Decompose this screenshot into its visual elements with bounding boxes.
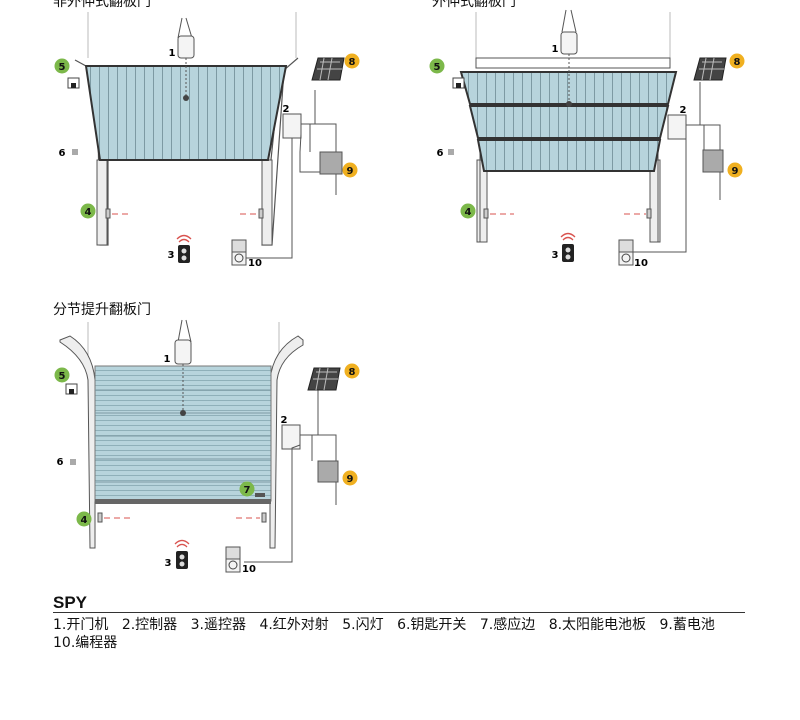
callout-9: 9 xyxy=(732,166,739,177)
callout-1: 1 xyxy=(164,354,171,365)
legend-item: 6.钥匙开关 xyxy=(397,617,467,633)
callout-6: 6 xyxy=(59,148,66,159)
tilt-door-panel xyxy=(84,65,288,161)
callout-10: 10 xyxy=(242,564,256,575)
legend-item: 2.控制器 xyxy=(121,617,178,633)
brand-label: SPY xyxy=(53,593,88,612)
callout-7: 7 xyxy=(244,485,251,496)
legend-item: 7.感应边 xyxy=(479,617,536,633)
battery xyxy=(319,151,343,175)
divider xyxy=(53,612,745,613)
legend-item: 10.编程器 xyxy=(53,635,118,651)
callout-1: 1 xyxy=(552,44,559,55)
callout-1: 1 xyxy=(169,48,176,59)
key-switch xyxy=(70,459,76,465)
callout-6: 6 xyxy=(57,457,64,468)
legend-item: 1.开门机 xyxy=(53,617,109,633)
callout-4: 4 xyxy=(85,207,92,218)
callout-8: 8 xyxy=(734,57,741,68)
key-switch xyxy=(448,149,454,155)
programmer-device xyxy=(225,546,241,573)
callout-10: 10 xyxy=(248,258,262,269)
callout-2: 2 xyxy=(281,415,288,426)
callout-3: 3 xyxy=(165,558,172,569)
callout-8: 8 xyxy=(349,57,356,68)
legend-item: 4.红外对射 xyxy=(259,617,329,633)
callout-8: 8 xyxy=(349,367,356,378)
callout-6: 6 xyxy=(437,148,444,159)
control-box xyxy=(282,113,302,139)
programmer-device xyxy=(618,239,634,266)
legend-item: 5.闪灯 xyxy=(342,617,384,633)
remote-control xyxy=(176,234,192,263)
legend-item: 3.遥控器 xyxy=(190,617,246,633)
solar-panel xyxy=(311,57,345,81)
callout-9: 9 xyxy=(347,474,354,485)
callout-3: 3 xyxy=(552,250,559,261)
remote-control xyxy=(174,539,190,569)
panel-1-drawing xyxy=(67,12,345,266)
programmer-device xyxy=(231,239,247,266)
callout-4: 4 xyxy=(81,515,88,526)
panel-2-drawing xyxy=(448,9,727,266)
panel-title-protruding: 外伸式翻板门 xyxy=(432,0,516,10)
garage-door-diagram: 5 4 8 9 1 2 6 3 10 5 4 8 9 1 2 6 3 10 5 … xyxy=(54,9,745,575)
callout-5: 5 xyxy=(434,62,441,73)
panel-3-drawing xyxy=(59,319,341,573)
sectional-door-panel xyxy=(94,365,272,502)
callout-3: 3 xyxy=(168,250,175,261)
legend: 1.开门机 2.控制器 3.遥控器 4.红外对射 5.闪灯 6.钥匙开关 7.感… xyxy=(53,616,753,652)
callout-10: 10 xyxy=(634,258,648,269)
callout-2: 2 xyxy=(283,104,290,115)
remote-control xyxy=(560,232,576,262)
opener-unit xyxy=(174,339,192,365)
legend-item: 9.蓄电池 xyxy=(659,617,715,633)
legend-item: 8.太阳能电池板 xyxy=(548,617,647,633)
solar-panel xyxy=(307,367,341,391)
callout-4: 4 xyxy=(465,207,472,218)
callout-5: 5 xyxy=(59,371,66,382)
battery xyxy=(702,149,724,173)
opener-unit xyxy=(560,31,578,55)
key-switch xyxy=(72,149,78,155)
control-box xyxy=(667,114,687,140)
callout-9: 9 xyxy=(347,166,354,177)
battery xyxy=(317,460,339,483)
opener-unit xyxy=(177,35,195,59)
panel-title-non-protruding: 非外伸式翻板门 xyxy=(53,0,151,10)
callout-5: 5 xyxy=(59,62,66,73)
callout-2: 2 xyxy=(680,105,687,116)
panel-title-sectional: 分节提升翻板门 xyxy=(53,302,151,318)
control-box xyxy=(281,424,301,450)
safety-edge xyxy=(95,499,271,504)
solar-panel xyxy=(693,57,727,81)
